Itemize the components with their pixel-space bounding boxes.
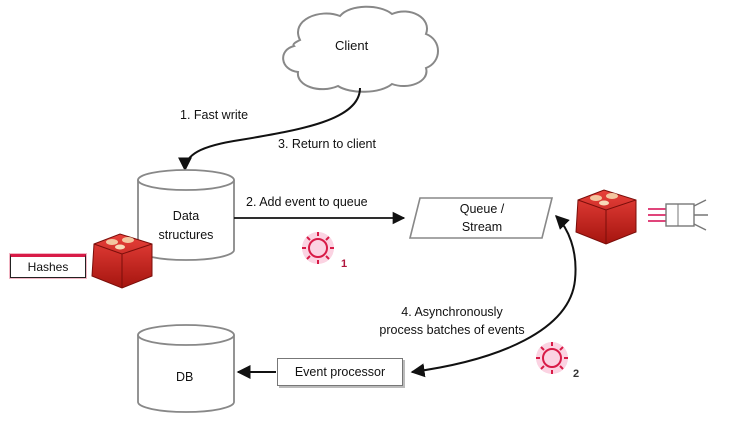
event-processor-label: Event processor xyxy=(294,365,386,379)
step4-label-line2: process batches of events xyxy=(379,323,525,337)
connector-plug-icon xyxy=(648,199,708,231)
redis-cube-icon-left xyxy=(91,233,153,289)
step1-label: 1. Fast write xyxy=(180,108,249,122)
client-cloud-icon xyxy=(282,5,439,93)
queue-label-line2: Stream xyxy=(461,220,503,234)
gear-2-badge: 2 xyxy=(573,368,580,380)
gear-icon-2 xyxy=(536,342,568,374)
db-cylinder-icon xyxy=(137,324,235,413)
data-structures-label-line2: structures xyxy=(158,228,214,242)
redis-cube-icon-right xyxy=(575,189,637,245)
data-structures-label-line1: Data xyxy=(172,209,200,223)
client-label: Client xyxy=(335,38,369,53)
queue-stream-label: Queue / Stream xyxy=(432,200,532,236)
gear-icon-1 xyxy=(302,232,334,264)
event-processor-box: Event processor xyxy=(277,358,403,386)
async-process-arrow xyxy=(410,215,577,378)
gear-1-badge: 1 xyxy=(341,258,348,270)
db-label: DB xyxy=(176,370,194,384)
hashes-badge: Hashes xyxy=(10,254,86,278)
data-structures-label: Data structures xyxy=(150,207,222,245)
step2-label: 2. Add event to queue xyxy=(246,195,368,209)
step4-label-line1: 4. Asynchronously xyxy=(401,305,503,319)
hashes-label: Hashes xyxy=(27,260,69,274)
fast-write-arrow xyxy=(178,87,361,172)
step3-label: 3. Return to client xyxy=(278,137,376,151)
queue-label-line1: Queue / xyxy=(459,202,505,216)
step4-label: 4. Asynchronously process batches of eve… xyxy=(372,303,532,339)
